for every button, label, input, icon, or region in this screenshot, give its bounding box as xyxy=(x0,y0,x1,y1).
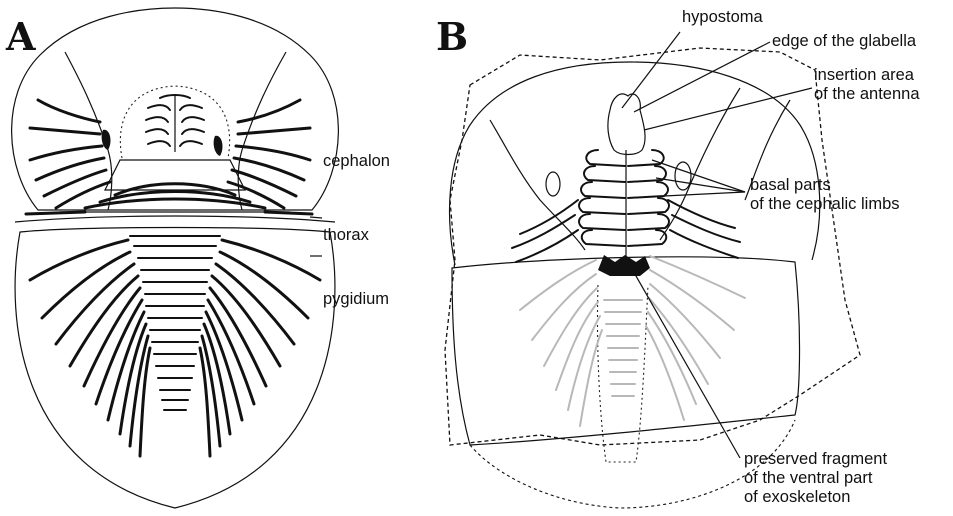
label-basal-parts: basal parts of the cephalic limbs xyxy=(750,176,900,214)
b-grey-limbs-right xyxy=(646,256,745,420)
thorax-tick-upper xyxy=(310,217,322,218)
glabella-limbs xyxy=(146,95,204,152)
label-fragment-line2: of the ventral part xyxy=(744,469,887,488)
label-fragment-line3: of exoskeleton xyxy=(744,488,887,507)
b-cephalon-outline xyxy=(450,62,820,265)
b-cephalic-limb-series xyxy=(579,150,669,270)
label-basal-line1: basal parts xyxy=(750,176,900,195)
label-cephalon: cephalon xyxy=(323,152,390,171)
label-fragment-line1: preserved fragment xyxy=(744,450,887,469)
panel-a-drawing xyxy=(12,8,339,508)
label-basal-line2: of the cephalic limbs xyxy=(750,195,900,214)
panel-a-letter: A xyxy=(6,18,35,56)
label-insertion-line2: of the antenna xyxy=(814,85,920,104)
b-suture-left xyxy=(490,120,585,250)
eye-right xyxy=(214,136,223,156)
label-glabella-edge: edge of the glabella xyxy=(772,32,916,51)
rock-outline xyxy=(445,48,860,445)
b-axial-rings xyxy=(604,300,642,396)
label-preserved-fragment: preserved fragment of the ventral part o… xyxy=(744,450,887,507)
b-suture-right xyxy=(660,88,740,240)
b-grey-limbs-left xyxy=(520,260,602,426)
label-thorax: thorax xyxy=(323,226,369,245)
b-eye-right xyxy=(675,162,691,190)
label-insertion-area: insertion area of the antenna xyxy=(814,66,920,104)
pygidium-limbs-left xyxy=(30,240,150,456)
hypostome-plate xyxy=(105,160,245,190)
label-insertion-line1: insertion area xyxy=(814,66,920,85)
label-hypostoma: hypostoma xyxy=(682,8,763,27)
pygidium-limbs-right xyxy=(200,240,320,456)
b-eye-left xyxy=(546,172,560,196)
b-pygidium-outline xyxy=(452,257,800,445)
panel-b-letter: B xyxy=(436,18,468,56)
label-pygidium: pygidium xyxy=(323,290,389,309)
panel-b-drawing xyxy=(445,32,860,508)
cephalic-limbs-left xyxy=(30,100,110,208)
